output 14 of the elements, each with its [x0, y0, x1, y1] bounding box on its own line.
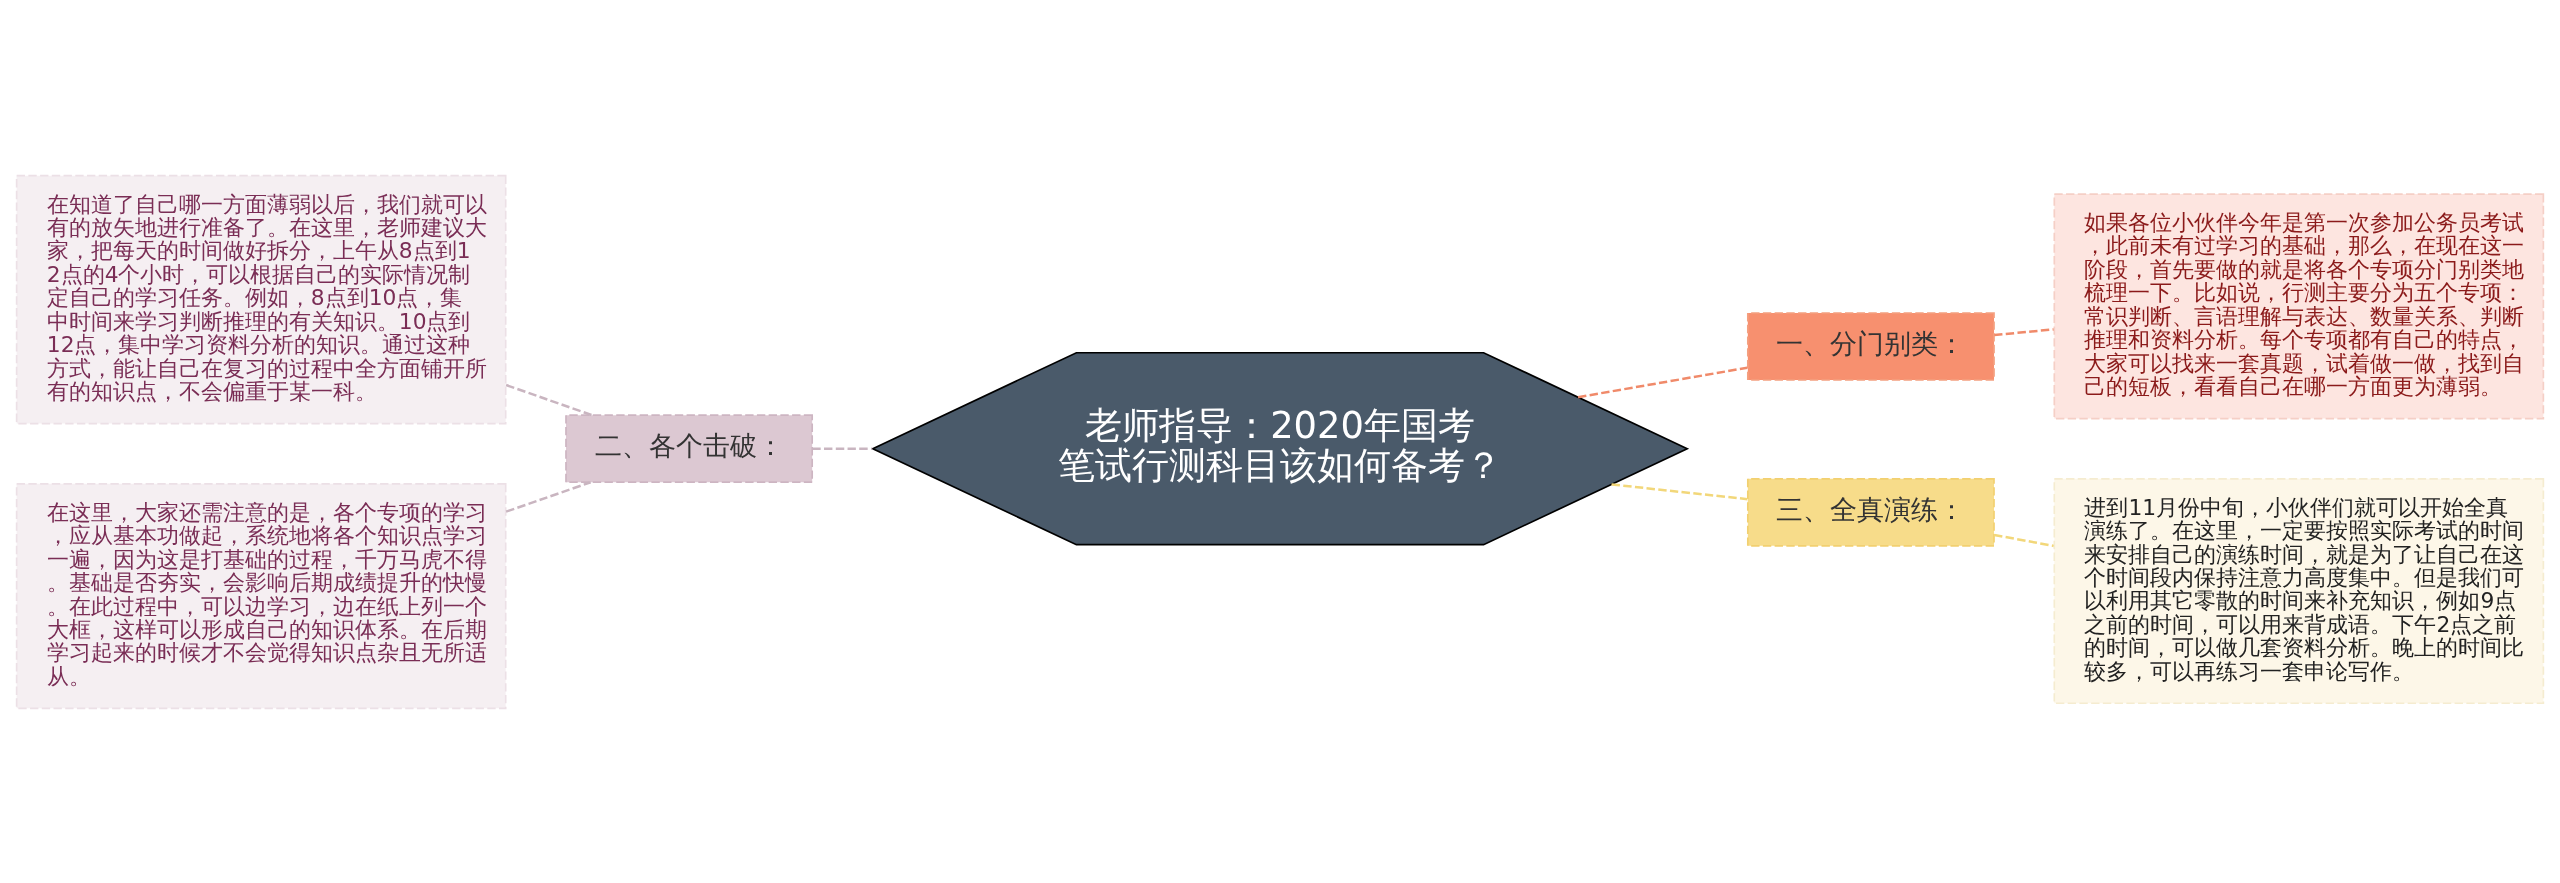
node-box: 在这里，大家还需注意的是，各个专项的学习，应从基本功做起，系统地将各个知识点学习一遍，因为这是打基础的过程，千万马虎不得。基础是否夯实，会影响后期成绩提升的快慢。在此过程中，可以边学习，边在纸上列一个大框，这样可以形成自己的知识体系。在后期学习起来的时候才不会觉得知识点杂且无所适从。: [15, 482, 507, 709]
connector: [1577, 366, 1748, 398]
connector: [1611, 482, 1748, 500]
node-box: 如果各位小伙伴今年是第一次参加公务员考试，此前未有过学习的基础，那么，在现在这一阶段，首先要做的就是将各个专项分门别类地梳理一下。比如说，行测主要分为五个专项：常识判断、言语理解与表达、数量关系、判断推理和资料分析。每个专项都有自己的特点，大家可以找来一套真题，试着做一做，找到自己的短板，看看自己在哪一方面更为薄弱。: [2053, 192, 2545, 419]
connector: [1994, 327, 2054, 336]
connector: [812, 446, 873, 450]
node-box: 进到11月份中旬，小伙伴们就可以开始全真演练了。在这里，一定要按照实际考试的时间来安排自己的演练时间，就是为了让自己在这个时间段内保持注意力高度集中。但是我们可以利用其它零散的时间来补充知识，例如9点之前的时间，可以用来背成语。下午2点之前的时间，可以做几套资料分析。晚上的时间比较多，可以再练习一套申论写作。: [2053, 477, 2545, 704]
node-box: 二、各个击破：: [565, 413, 814, 483]
node-box: 在知道了自己哪一方面薄弱以后，我们就可以有的放矢地进行准备了。在这里，老师建议大家，把每天的时间做好拆分，上午从8点到12点的4个小时，可以根据自己的实际情况制定自己的学习任务。例如，8点到10点，集中时间来学习判断推理的有关知识。10点到12点，集中学习资料分析的知识。通过这种方式，能让自己在复习的过程中全方面铺开所有的知识点，不会偏重于某一科。: [15, 174, 507, 424]
connector: [1994, 533, 2054, 547]
node-box: 一、分门别类：: [1746, 311, 1995, 381]
connector: [505, 480, 592, 513]
node-box: 三、全真演练：: [1746, 477, 1995, 547]
connector: [505, 383, 593, 416]
